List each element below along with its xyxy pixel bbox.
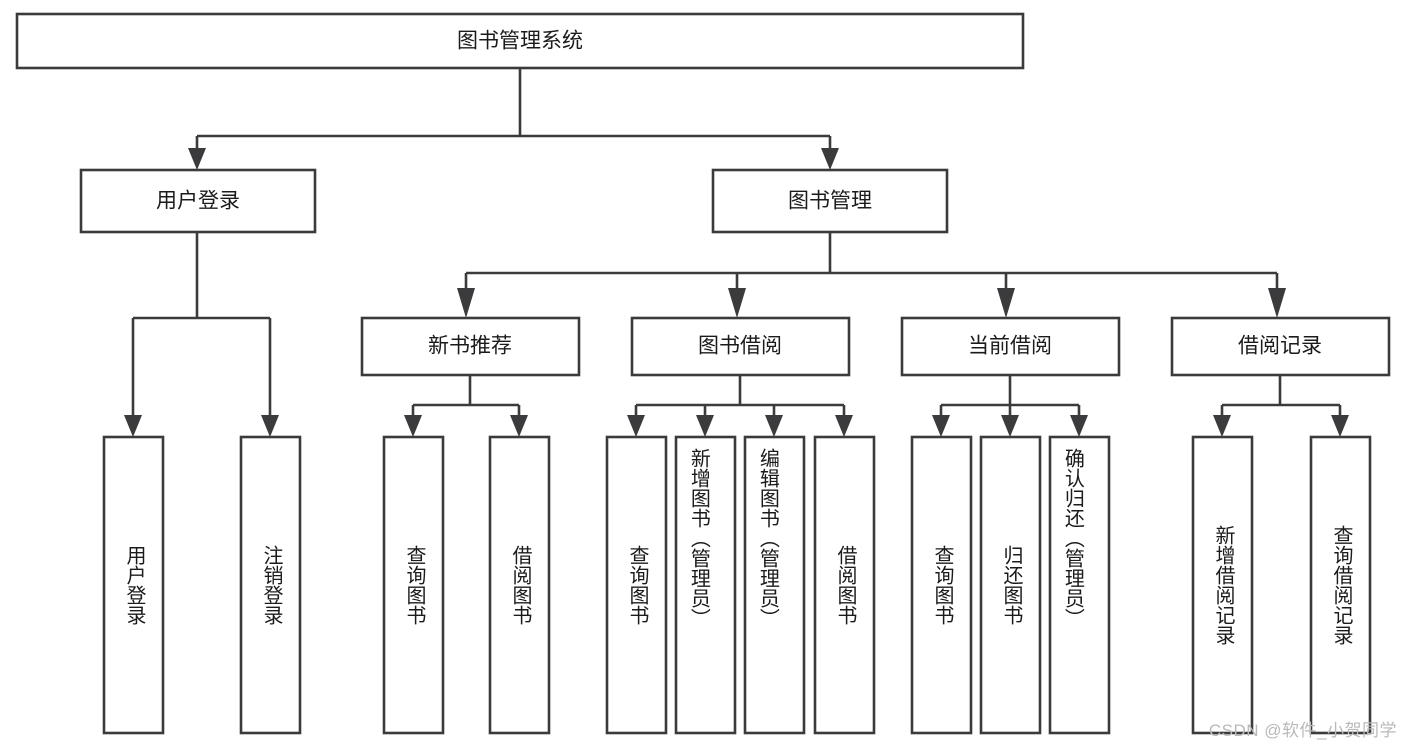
node-leaf-add-borrow-record-label: 新增借阅记录 (1212, 525, 1235, 645)
node-leaf-add-book-admin-label: 新增图书（管理员） (687, 448, 710, 628)
node-user-login-box (79, 168, 317, 234)
node-leaf-add-borrow-record-box (1191, 435, 1254, 735)
arrow-head-current-child-1 (932, 415, 950, 437)
node-book-management-box (711, 168, 949, 234)
node-root-box (15, 12, 1025, 70)
node-root-label: 图书管理系统 (457, 30, 583, 53)
node-leaf-borrow-book-borrow[interactable]: 借阅图书 (813, 435, 876, 735)
arrow-head-newbook-child-1 (404, 415, 422, 437)
arrow-head-record-child-1 (1213, 415, 1231, 437)
node-leaf-borrow-book-newrec-label: 借阅图书 (509, 545, 532, 625)
arrow-head-book-borrow (728, 288, 746, 318)
node-leaf-borrow-book-borrow-box (813, 435, 876, 735)
node-book-management[interactable]: 图书管理 (711, 168, 949, 234)
arrow-head-borrow-child-3 (765, 415, 783, 437)
node-leaf-query-book-current-label: 查询图书 (931, 545, 954, 625)
node-book-borrow-box (630, 316, 851, 377)
node-leaf-user-login-label: 用户登录 (123, 545, 146, 625)
node-leaf-query-book-borrow-label: 查询图书 (626, 545, 649, 625)
arrow-head-newbook-child-2 (510, 415, 528, 437)
node-borrow-record[interactable]: 借阅记录 (1170, 316, 1391, 377)
node-leaf-confirm-return-admin-label: 确认归还（管理员） (1061, 448, 1084, 628)
arrow-head-borrow-child-1 (627, 415, 645, 437)
arrow-head-borrow-record (1268, 288, 1286, 318)
node-book-borrow-label: 图书借阅 (698, 335, 782, 358)
node-root-book-management-system[interactable]: 图书管理系统 (15, 12, 1025, 70)
arrow-head-new-book-rec (457, 288, 475, 318)
node-leaf-return-book-label: 归还图书 (1000, 545, 1023, 625)
node-leaf-return-book[interactable]: 归还图书 (979, 435, 1042, 735)
node-leaf-query-book-borrow[interactable]: 查询图书 (605, 435, 668, 735)
node-leaf-query-borrow-record-label: 查询借阅记录 (1330, 525, 1353, 645)
node-borrow-record-box (1170, 316, 1391, 377)
node-leaf-edit-book-admin-box (743, 435, 806, 735)
node-leaf-user-login-box (102, 435, 165, 735)
node-leaf-edit-book-admin[interactable]: 编辑图书（管理员） (743, 435, 806, 735)
node-user-login[interactable]: 用户登录 (79, 168, 317, 234)
node-leaf-logout[interactable]: 注销登录 (239, 435, 302, 735)
node-leaf-edit-book-admin-label: 编辑图书（管理员） (756, 448, 779, 628)
node-leaf-query-book-current[interactable]: 查询图书 (910, 435, 973, 735)
arrow-head-borrow-child-4 (835, 415, 853, 437)
node-user-login-label: 用户登录 (156, 190, 240, 213)
node-leaf-logout-box (239, 435, 302, 735)
node-leaf-query-book-borrow-box (605, 435, 668, 735)
connector-layer (124, 68, 1349, 437)
node-new-book-recommend[interactable]: 新书推荐 (360, 316, 581, 377)
node-leaf-borrow-book-newrec-box (488, 435, 551, 735)
node-leaf-add-book-admin[interactable]: 新增图书（管理员） (674, 435, 737, 735)
node-new-book-recommend-label: 新书推荐 (428, 335, 512, 358)
node-new-book-recommend-box (360, 316, 581, 377)
node-book-borrow[interactable]: 图书借阅 (630, 316, 851, 377)
node-leaf-query-borrow-record-box (1309, 435, 1372, 735)
node-leaf-query-book-current-box (910, 435, 973, 735)
node-leaf-confirm-return-admin[interactable]: 确认归还（管理员） (1048, 435, 1111, 735)
node-current-borrow[interactable]: 当前借阅 (900, 316, 1121, 377)
arrow-head-borrow-child-2 (696, 415, 714, 437)
node-leaf-query-book-newrec-label: 查询图书 (403, 545, 426, 625)
arrow-head-record-child-2 (1331, 415, 1349, 437)
node-leaf-query-book-newrec-box (382, 435, 445, 735)
node-leaf-query-book-newrec[interactable]: 查询图书 (382, 435, 445, 735)
arrow-head-current-child-3 (1070, 415, 1088, 437)
arrow-head-user-login (188, 148, 206, 170)
node-leaf-add-borrow-record[interactable]: 新增借阅记录 (1191, 435, 1254, 735)
node-book-management-label: 图书管理 (788, 190, 872, 213)
node-leaf-add-book-admin-box (674, 435, 737, 735)
node-leaf-borrow-book-newrec[interactable]: 借阅图书 (488, 435, 551, 735)
node-current-borrow-label: 当前借阅 (968, 335, 1052, 358)
node-leaf-query-borrow-record[interactable]: 查询借阅记录 (1309, 435, 1372, 735)
arrow-head-current-child-2 (1001, 415, 1019, 437)
arrow-head-leaf-logout (261, 415, 279, 437)
arrow-head-leaf-user-login (124, 415, 142, 437)
arrow-head-current-borrow (997, 288, 1015, 318)
node-leaf-logout-label: 注销登录 (260, 545, 283, 625)
node-borrow-record-label: 借阅记录 (1238, 335, 1322, 358)
node-current-borrow-box (900, 316, 1121, 377)
node-leaf-confirm-return-admin-box (1048, 435, 1111, 735)
arrow-head-book-mgmt (821, 148, 839, 170)
node-leaf-return-book-box (979, 435, 1042, 735)
node-leaf-borrow-book-borrow-label: 借阅图书 (834, 545, 857, 625)
node-leaf-user-login[interactable]: 用户登录 (102, 435, 165, 735)
